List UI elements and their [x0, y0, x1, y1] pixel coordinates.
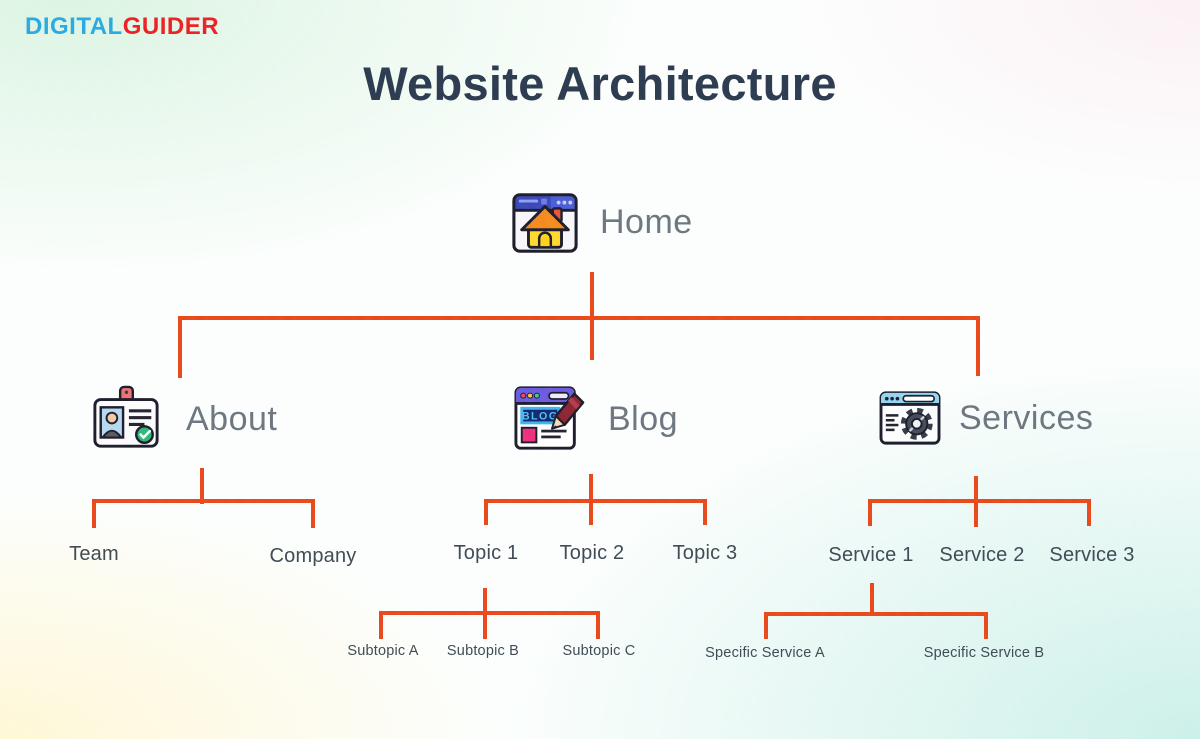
connector-about-stub [200, 468, 204, 504]
connector-drop-topic3 [703, 499, 707, 525]
connector-main-horizontal [178, 316, 980, 320]
connector-service1-horizontal [764, 612, 988, 616]
connector-about-horizontal [92, 499, 315, 503]
leaf-specific-service-b: Specific Service B [923, 645, 1045, 661]
leaf-service-3: Service 3 [1049, 544, 1135, 566]
brand-logo-digital: DIGITAL [25, 13, 123, 40]
services-label: Services [959, 398, 1094, 437]
brand-logo-guider: GUIDER [122, 13, 220, 40]
connector-drop-topic1 [484, 499, 488, 525]
connector-drop-company [311, 499, 315, 528]
page-title: Website Architecture [363, 57, 837, 110]
about-label: About [186, 399, 278, 438]
blog-label: Blog [608, 399, 679, 438]
leaf-service-2: Service 2 [939, 544, 1025, 566]
connector-drop-services [976, 316, 980, 376]
leaf-subtopic-a: Subtopic A [347, 643, 419, 659]
connector-drop-subtopicC [596, 611, 600, 639]
leaf-topic-2: Topic 2 [559, 542, 625, 564]
connector-drop-service3 [1087, 499, 1091, 526]
blog-banner-text: BLOG [522, 410, 559, 422]
node-blog: BLOG Blog [512, 382, 678, 456]
connector-drop-specificB [984, 612, 988, 639]
leaf-subtopic-c: Subtopic C [562, 643, 636, 659]
gear-browser-icon [877, 389, 943, 447]
connector-service1-stub [870, 583, 874, 616]
leaf-company: Company [269, 545, 357, 567]
home-browser-icon [510, 186, 580, 258]
blog-browser-pencil-icon: BLOG [512, 382, 588, 456]
node-services: Services [877, 389, 1093, 447]
leaf-team: Team [69, 543, 119, 565]
connector-drop-subtopicA [379, 611, 383, 639]
home-label: Home [600, 202, 693, 241]
connector-topic1-horizontal [379, 611, 600, 615]
node-home: Home [510, 186, 693, 258]
brand-logo: DIGITALGUIDER [25, 13, 219, 41]
connector-drop-service1 [868, 499, 872, 526]
leaf-service-1: Service 1 [828, 544, 914, 566]
leaf-topic-3: Topic 3 [672, 542, 738, 564]
connector-services-horizontal [868, 499, 1091, 503]
connector-blog-horizontal [484, 499, 707, 503]
leaf-subtopic-b: Subtopic B [446, 643, 520, 659]
connector-drop-about [178, 316, 182, 378]
id-card-icon [91, 384, 161, 454]
connector-drop-specificA [764, 612, 768, 639]
leaf-topic-1: Topic 1 [453, 542, 519, 564]
leaf-specific-service-a: Specific Service A [705, 645, 825, 661]
connector-drop-team [92, 499, 96, 528]
node-about: About [91, 384, 277, 454]
